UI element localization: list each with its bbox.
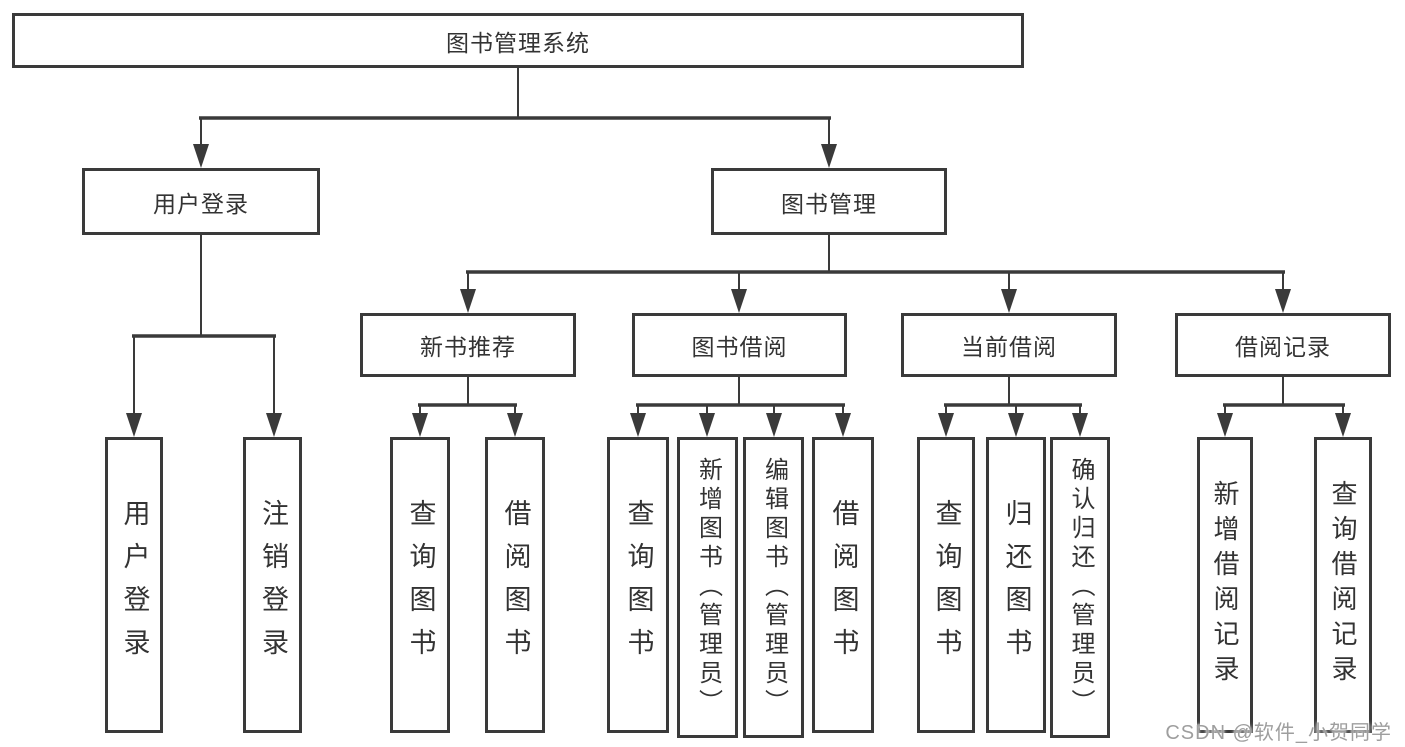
leaf-query-book-borrow: 查询图书 xyxy=(607,437,669,733)
leaf-add-borrow-record-label: 新增借阅记录 xyxy=(1210,480,1240,690)
node-book-borrow: 图书借阅 xyxy=(632,313,847,377)
leaf-query-book-borrow-label: 查询图书 xyxy=(623,499,654,671)
leaf-query-book-recommend-label: 查询图书 xyxy=(405,499,436,671)
node-new-book-recommend: 新书推荐 xyxy=(360,313,576,377)
leaf-confirm-return-admin: 确认归还（管理员） xyxy=(1050,437,1110,738)
connector-new-book-recommend-to-leaves xyxy=(412,377,523,437)
node-current-borrow: 当前借阅 xyxy=(901,313,1117,377)
node-book-borrow-label: 图书借阅 xyxy=(691,334,788,360)
node-root: 图书管理系统 xyxy=(12,13,1024,68)
node-new-book-recommend-label: 新书推荐 xyxy=(420,334,516,360)
leaf-borrow-book-recommend-label: 借阅图书 xyxy=(500,499,531,671)
connector-borrow-records-to-leaves xyxy=(1217,377,1351,437)
node-user-login-label: 用户登录 xyxy=(153,190,249,217)
node-borrow-records-label: 借阅记录 xyxy=(1235,334,1331,360)
leaf-edit-book-admin: 编辑图书（管理员） xyxy=(743,437,804,738)
connector-user-login-to-leaves xyxy=(126,235,282,437)
leaf-add-book-admin: 新增图书（管理员） xyxy=(677,437,738,738)
leaf-borrow-book-label: 借阅图书 xyxy=(828,499,859,671)
leaf-query-book-current: 查询图书 xyxy=(917,437,975,733)
leaf-add-book-admin-label: 新增图书（管理员） xyxy=(694,457,722,718)
leaf-confirm-return-admin-label: 确认归还（管理员） xyxy=(1067,457,1094,718)
connector-book-borrow-to-leaves xyxy=(630,377,851,437)
node-book-management: 图书管理 xyxy=(711,168,947,235)
leaf-user-login: 用户登录 xyxy=(105,437,163,733)
connector-current-borrow-to-leaves xyxy=(938,377,1088,437)
leaf-query-book-recommend: 查询图书 xyxy=(390,437,450,733)
node-root-label: 图书管理系统 xyxy=(446,29,590,56)
node-user-login: 用户登录 xyxy=(82,168,320,235)
leaf-logout: 注销登录 xyxy=(243,437,302,733)
node-borrow-records: 借阅记录 xyxy=(1175,313,1391,377)
leaf-query-book-current-label: 查询图书 xyxy=(931,499,962,671)
connector-book-management-to-level3 xyxy=(460,235,1291,313)
csdn-watermark: CSDN @软件_小贺同学 xyxy=(1165,722,1392,744)
leaf-borrow-book: 借阅图书 xyxy=(812,437,874,733)
leaf-add-borrow-record: 新增借阅记录 xyxy=(1197,437,1253,733)
leaf-edit-book-admin-label: 编辑图书（管理员） xyxy=(760,457,788,718)
node-book-management-label: 图书管理 xyxy=(781,190,877,217)
leaf-return-book-label: 归还图书 xyxy=(1001,499,1032,671)
leaf-return-book: 归还图书 xyxy=(986,437,1046,733)
leaf-user-login-label: 用户登录 xyxy=(119,499,150,671)
node-current-borrow-label: 当前借阅 xyxy=(961,334,1057,360)
leaf-query-borrow-record: 查询借阅记录 xyxy=(1314,437,1372,733)
leaf-borrow-book-recommend: 借阅图书 xyxy=(485,437,545,733)
leaf-logout-label: 注销登录 xyxy=(258,499,288,671)
leaf-query-borrow-record-label: 查询借阅记录 xyxy=(1328,480,1358,690)
connector-root-to-level2 xyxy=(193,68,837,168)
